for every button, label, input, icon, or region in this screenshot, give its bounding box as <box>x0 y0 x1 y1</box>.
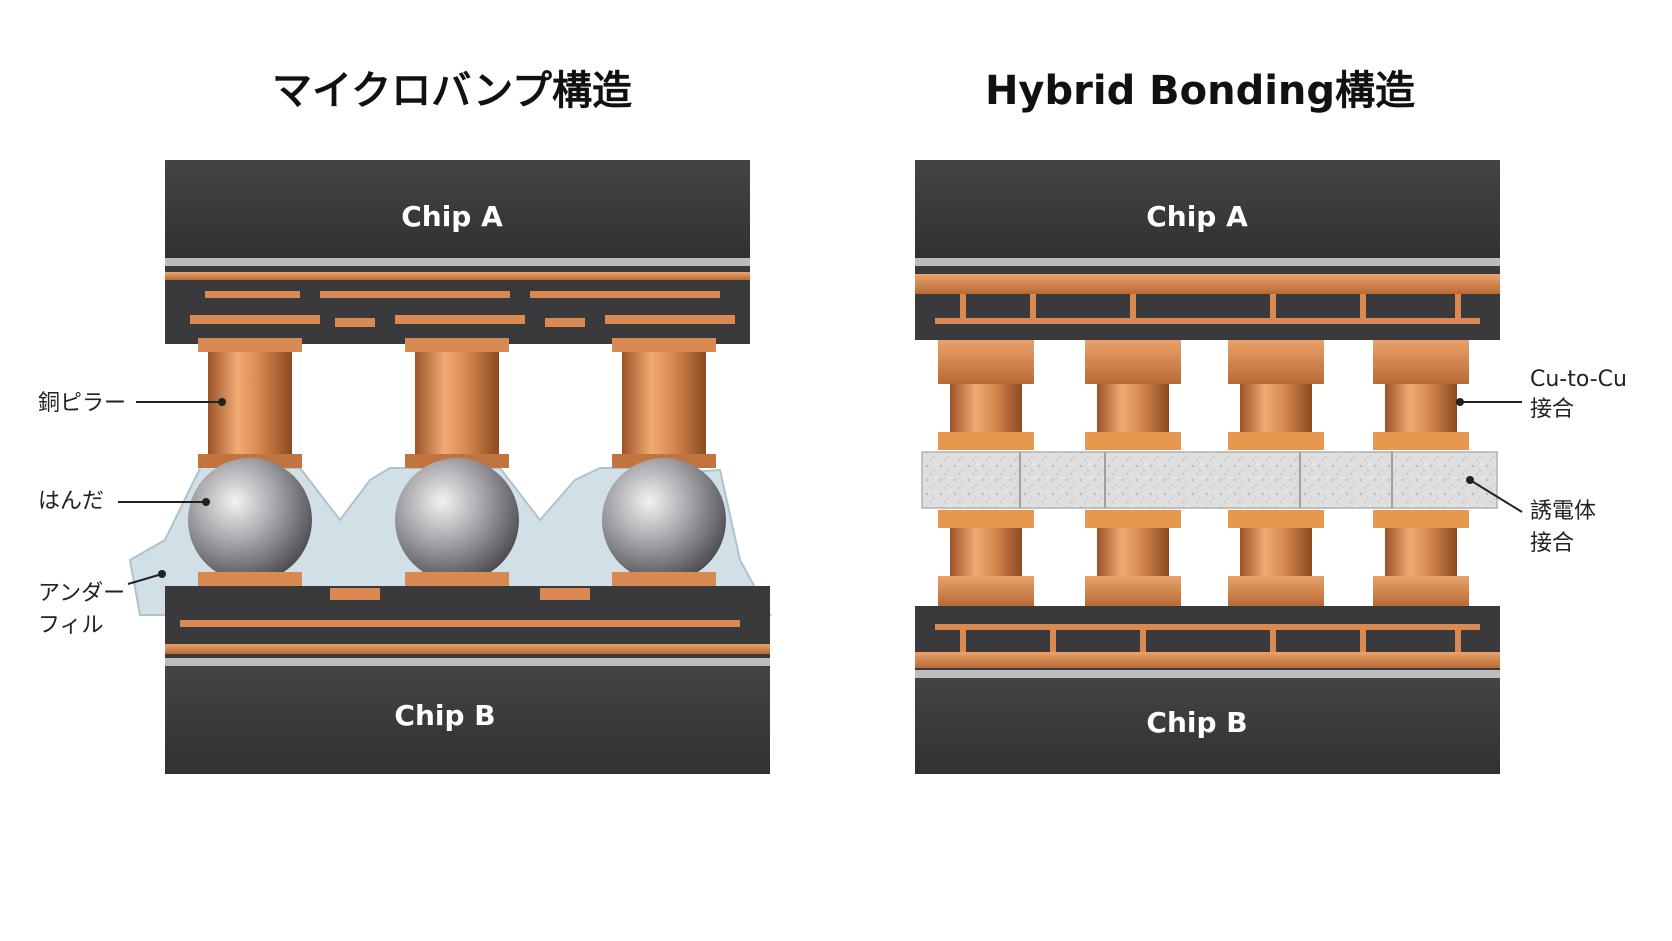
microbump-structure: Chip A <box>128 160 772 774</box>
right-chip-a <box>915 160 1500 258</box>
hybrid-bonding-structure: Chip A <box>915 160 1500 774</box>
solder-balls <box>188 458 726 582</box>
callout-cu-to-cu-line2: 接合 <box>1530 397 1574 422</box>
left-bottom-pads <box>198 572 716 586</box>
left-chip-a-label: Chip A <box>401 200 503 233</box>
right-title: Hybrid Bonding構造 <box>985 68 1415 114</box>
right-callouts: Cu-to-Cu 接合 誘電体 接合 <box>1456 367 1627 556</box>
callout-solder: はんだ <box>38 489 104 514</box>
callout-underfill-line1: アンダー <box>38 581 125 606</box>
copper-pillars <box>198 338 716 468</box>
callout-underfill-line2: フィル <box>38 613 104 638</box>
left-chip-b <box>165 666 770 774</box>
right-bottom-cu <box>938 510 1469 606</box>
callout-copper-pillar: 銅ピラー <box>38 391 126 416</box>
callout-dielectric-line1: 誘電体 <box>1530 499 1596 524</box>
left-chip-a <box>165 160 750 258</box>
callout-dielectric-line2: 接合 <box>1530 531 1574 556</box>
right-chip-b <box>915 678 1500 774</box>
left-bottom-rdl <box>165 586 770 658</box>
left-callouts: 銅ピラー はんだ アンダー フィル <box>38 391 226 638</box>
left-title: マイクロバンプ構造 <box>272 68 632 114</box>
right-top-cu <box>938 340 1469 450</box>
left-chip-b-label: Chip B <box>394 699 495 732</box>
right-chip-b-label: Chip B <box>1146 706 1247 739</box>
right-bottom-rdl <box>915 606 1500 670</box>
callout-cu-to-cu-line1: Cu-to-Cu <box>1530 367 1627 392</box>
right-chip-a-label: Chip A <box>1146 200 1248 233</box>
left-top-rdl <box>165 266 750 344</box>
right-top-rdl <box>915 266 1500 340</box>
dielectric-layer <box>921 451 1498 509</box>
